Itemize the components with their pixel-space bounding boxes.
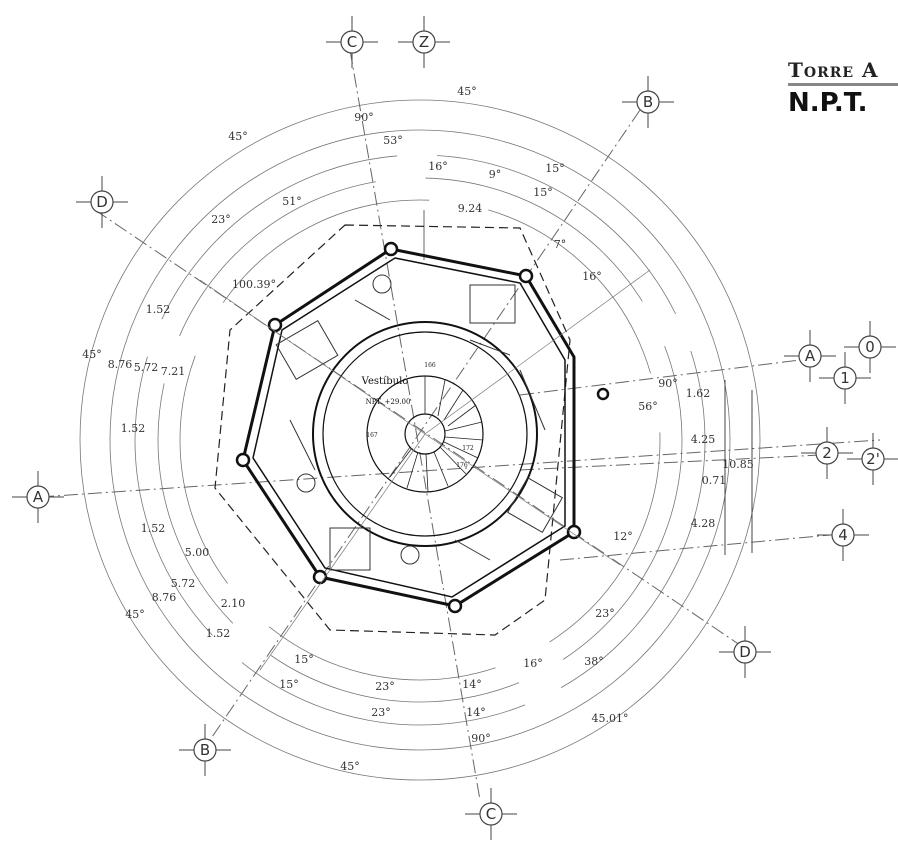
angle-top-6: 15° [545,162,565,175]
angle-right-3: 56° [638,400,658,413]
angle-bottom-10: 90° [471,732,491,745]
angle-right-2: 90° [658,377,678,390]
angle-top-10: 100.39° [232,278,276,291]
angle-right-0: 7° [554,238,567,251]
title-block: Torre A N.P.T. [788,58,898,118]
angle-left-1: 45° [125,608,145,621]
tower-title: Torre A [788,58,879,82]
angle-bottom-2: 16° [523,657,543,670]
axis-a-right-label: A [805,347,816,365]
stair-step-1: 167 [366,432,378,439]
axis-a-left-label: A [33,488,44,506]
axis-0-right-bubble: 0 [844,321,896,373]
dim-left-lower-1: 5.00 [185,546,210,559]
axis-c-top-label: C [347,33,357,51]
axis-c-bottom-bubble: C [465,788,517,840]
angle-top-8: 51° [282,195,302,208]
angle-top-2: 45° [228,130,248,143]
angle-bottom-7: 14° [462,678,482,691]
angle-bottom-0: 23° [595,607,615,620]
angle-left-0: 45° [82,348,102,361]
angle-bottom-6: 23° [375,680,395,693]
axis-d-right-bubble: D [719,626,771,678]
axis-2p-right-bubble: 2' [847,433,898,485]
angle-bottom-5: 15° [279,678,299,691]
angle-top-5: 9° [489,168,502,181]
angle-top-4: 16° [428,160,448,173]
axis-c-bottom-label: C [486,805,496,823]
axis-4-right-label: 4 [838,526,848,544]
angle-top-1: 90° [354,111,374,124]
angle-top-9: 23° [211,213,231,226]
stair-step-2: 172 [462,445,474,452]
dim-top: 9.24 [458,202,483,215]
room-level: NPT. +29.00 [366,398,411,406]
dim-right-0: 1.62 [686,387,711,400]
dim-left-lower-4: 2.10 [221,597,246,610]
axis-1-right-label: 1 [840,369,850,387]
dim-left-upper-1: 8.76 [108,358,133,371]
dim-right-2: 10.85 [722,458,754,471]
angle-right-1: 16° [582,270,602,283]
dim-left-lower-3: 8.76 [152,591,177,604]
axis-a-right-bubble: A [784,330,836,382]
axis-b-bottom-bubble: B [179,724,231,776]
axis-2-right-bubble: 2 [801,427,853,479]
angle-bottom-8: 23° [371,706,391,719]
axis-z-top-bubble: Z [398,16,450,68]
dim-left-upper-4: 1.52 [121,422,146,435]
dim-left-lower-0: 1.52 [141,522,166,535]
angle-top-3: 53° [383,134,403,147]
dim-right-3: 0.71 [702,474,727,487]
title-rule [788,83,898,86]
angle-bottom-4: 15° [294,653,314,666]
dim-left-lower-5: 1.52 [206,627,231,640]
angle-bottom-11: 45° [340,760,360,773]
angle-top-7: 15° [533,186,553,199]
angle-right-4: 12° [613,530,633,543]
angle-bottom-9: 14° [466,706,486,719]
dim-left-lower-2: 5.72 [171,577,196,590]
dim-left-upper-2: 5.72 [134,361,159,374]
axis-2p-right-label: 2' [866,450,880,468]
axis-2-right-label: 2 [822,444,832,462]
axis-c-top-bubble: C [326,16,378,68]
axis-d-left-bubble: D [76,176,128,228]
axis-d-left-label: D [96,193,108,211]
dim-right-1: 4.25 [691,433,716,446]
axis-b-top-label: B [643,93,653,111]
axis-4-right-bubble: 4 [817,509,869,561]
axis-1-right-bubble: 1 [819,352,871,404]
angle-bottom-3: 45.01° [592,712,629,725]
axis-0-right-label: 0 [865,338,875,356]
axis-a-left-bubble: A [12,471,64,523]
angle-top-0: 45° [457,85,477,98]
room-name: Vestíbulo [361,376,409,387]
axis-d-right-label: D [739,643,751,661]
level-title: N.P.T. [788,88,868,118]
stair-step-0: 166 [424,362,436,369]
axis-b-bottom-label: B [200,741,210,759]
dim-left-upper-3: 7.21 [161,365,186,378]
dim-right-4: 4.28 [691,517,716,530]
angle-bottom-1: 38° [584,655,604,668]
axis-z-top-label: Z [419,33,429,51]
axis-b-top-bubble: B [622,76,674,128]
dim-left-upper-0: 1.52 [146,303,171,316]
stair-step-3: 176 [456,462,468,469]
